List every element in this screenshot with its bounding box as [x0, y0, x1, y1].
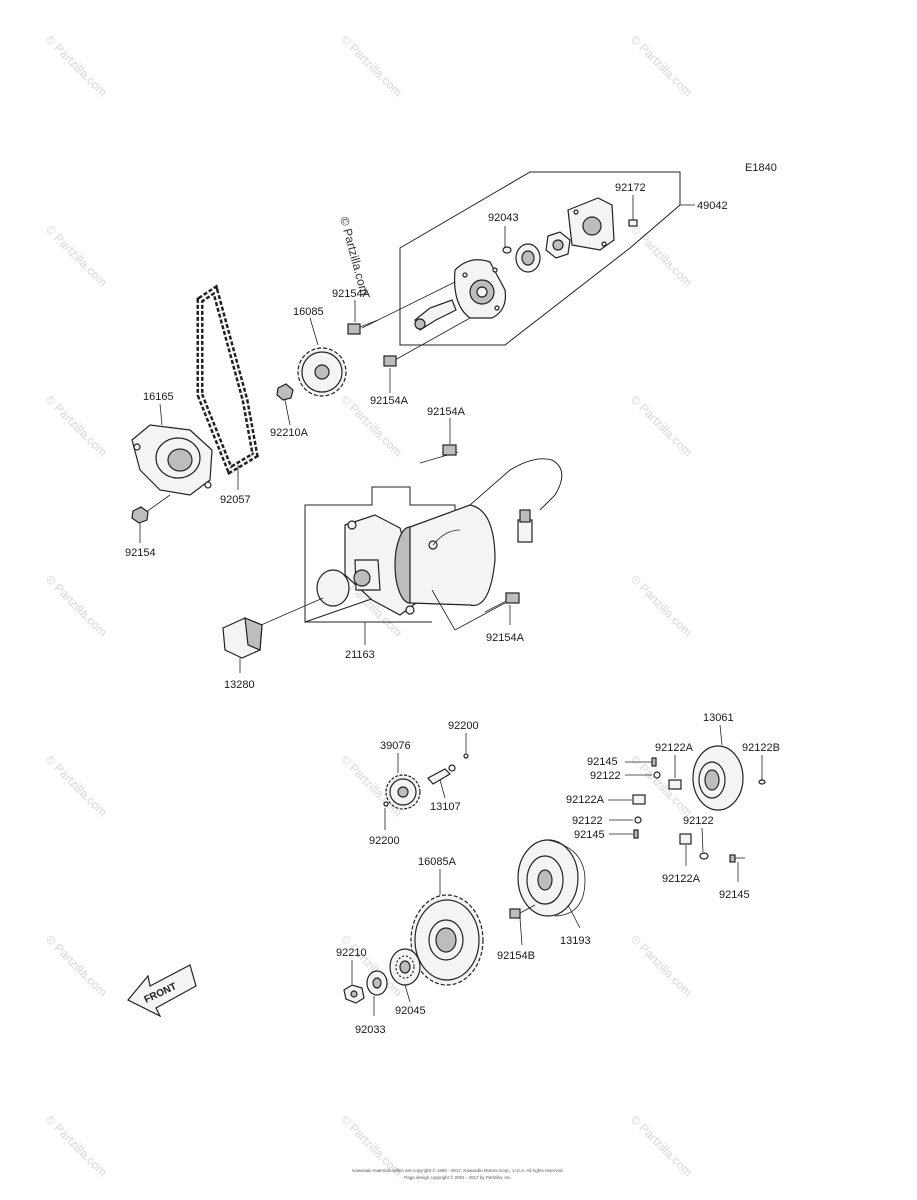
part-label-16165[interactable]: 16165 — [143, 391, 174, 403]
part-label-92210[interactable]: 92210 — [336, 947, 367, 959]
watermark: © Partzilla.com — [628, 572, 695, 639]
bolt-92154[interactable] — [131, 494, 171, 524]
clutch-hub[interactable] — [692, 745, 744, 811]
one-way-clutch[interactable] — [515, 231, 571, 273]
bolt-92154a-motor-top[interactable] — [419, 444, 459, 464]
footer-page-design: Page design copyright © 2001 - 2017 by P… — [404, 1174, 511, 1180]
part-label-92122a[interactable]: 92122A — [655, 742, 694, 754]
part-label-92145[interactable]: 92145 — [587, 756, 618, 768]
diagram-code: E1840 — [745, 162, 777, 174]
front-arrow: FRONT — [127, 964, 197, 1018]
watermark: © Partzilla.com — [338, 32, 405, 99]
clutch-housing[interactable] — [453, 259, 507, 319]
part-label-92154a[interactable]: 92154A — [427, 406, 466, 418]
part-label-13193[interactable]: 13193 — [560, 935, 591, 947]
watermark: © Partzilla.com — [628, 1112, 695, 1179]
watermark: © Partzilla.com — [43, 1112, 110, 1179]
part-label-92122[interactable]: 92122 — [590, 770, 621, 782]
watermark: © Partzilla.com — [628, 392, 695, 459]
spring-92145[interactable] — [729, 854, 745, 863]
part-label-16085a[interactable]: 16085A — [418, 856, 457, 868]
spring-icon[interactable] — [633, 829, 639, 839]
sprocket[interactable] — [297, 347, 347, 397]
washer[interactable] — [366, 970, 388, 996]
chain-guide[interactable] — [131, 424, 213, 496]
screw-icon[interactable] — [628, 219, 638, 227]
clutch-plate[interactable] — [567, 197, 615, 251]
watermark-center: © Partzilla.com — [337, 215, 371, 297]
part-label-49042[interactable]: 49042 — [697, 200, 728, 212]
part-label-92154a[interactable]: 92154A — [486, 632, 525, 644]
part-label-92200[interactable]: 92200 — [448, 720, 479, 732]
starter-motor[interactable] — [344, 458, 563, 616]
part-label-92210a[interactable]: 92210A — [270, 427, 309, 439]
part-label-92154a[interactable]: 92154A — [332, 288, 371, 300]
watermark: © Partzilla.com — [43, 392, 110, 459]
watermark: © Partzilla.com — [628, 32, 695, 99]
idle-gear[interactable] — [385, 774, 421, 810]
starter-clutch-assembly: 49042 92172 92043 — [399, 171, 728, 346]
chain[interactable] — [196, 284, 259, 476]
bolt-92154b[interactable] — [509, 904, 536, 919]
shaft-13107[interactable] — [427, 764, 456, 785]
part-label-13107[interactable]: 13107 — [430, 801, 461, 813]
part-label-13280[interactable]: 13280 — [224, 679, 255, 691]
part-label-92145[interactable]: 92145 — [574, 829, 605, 841]
part-label-92122a[interactable]: 92122A — [566, 794, 605, 806]
part-label-92033[interactable]: 92033 — [355, 1024, 386, 1036]
watermark: © Partzilla.com — [43, 932, 110, 999]
footer-copyright: Kawasaki materials within are copyright … — [352, 1167, 563, 1173]
roller-icon[interactable] — [632, 794, 646, 805]
part-label-13061[interactable]: 13061 — [703, 712, 734, 724]
part-label-92122a[interactable]: 92122A — [662, 873, 701, 885]
part-label-92145[interactable]: 92145 — [719, 889, 750, 901]
clutch-outer[interactable] — [517, 839, 586, 917]
part-label-92122[interactable]: 92122 — [572, 815, 603, 827]
roller-icon[interactable] — [679, 833, 692, 845]
part-label-16085[interactable]: 16085 — [293, 306, 324, 318]
nut-92210[interactable] — [343, 984, 365, 1004]
nut-92210a[interactable] — [276, 383, 294, 401]
part-label-92154b[interactable]: 92154B — [497, 950, 535, 962]
coupling-13280[interactable] — [222, 617, 263, 659]
part-label-92200[interactable]: 92200 — [369, 835, 400, 847]
starter-gear[interactable] — [410, 894, 484, 986]
pin-icon[interactable] — [758, 779, 766, 785]
bearing[interactable] — [389, 948, 421, 986]
ring-icon[interactable] — [463, 753, 469, 759]
part-label-92172[interactable]: 92172 — [615, 182, 646, 194]
watermark: © Partzilla.com — [43, 572, 110, 639]
part-label-92057[interactable]: 92057 — [220, 494, 251, 506]
spring-icon[interactable] — [651, 757, 657, 767]
cap-icon[interactable] — [699, 852, 709, 860]
part-label-92154[interactable]: 92154 — [125, 547, 156, 559]
watermark: © Partzilla.com — [43, 222, 110, 289]
part-label-92045[interactable]: 92045 — [395, 1005, 426, 1017]
part-label-92154a[interactable]: 92154A — [370, 395, 409, 407]
bolt-92154a-mid[interactable] — [383, 317, 471, 367]
roller-icon[interactable] — [668, 779, 682, 790]
starter-motor-frame — [304, 486, 456, 623]
pin-icon[interactable] — [502, 246, 512, 254]
assembly-frame — [399, 171, 681, 346]
part-label-21163[interactable]: 21163 — [345, 649, 375, 661]
watermark: © Partzilla.com — [628, 932, 695, 999]
part-label-92122[interactable]: 92122 — [683, 815, 714, 827]
watermark: © Partzilla.com — [43, 32, 110, 99]
o-ring[interactable] — [316, 569, 350, 607]
part-label-92043[interactable]: 92043 — [488, 212, 519, 224]
shaft[interactable] — [414, 299, 457, 331]
part-label-39076[interactable]: 39076 — [380, 740, 411, 752]
cap-icon[interactable] — [634, 816, 642, 824]
cap-icon[interactable] — [653, 771, 661, 779]
ring-icon[interactable] — [383, 801, 389, 807]
watermark: © Partzilla.com — [628, 222, 695, 289]
bolt-92154a-top[interactable] — [347, 281, 456, 335]
watermark: © Partzilla.com — [43, 752, 110, 819]
bolt-92154a-motor-bottom[interactable] — [484, 592, 520, 613]
part-label-92122b[interactable]: 92122B — [742, 742, 780, 754]
